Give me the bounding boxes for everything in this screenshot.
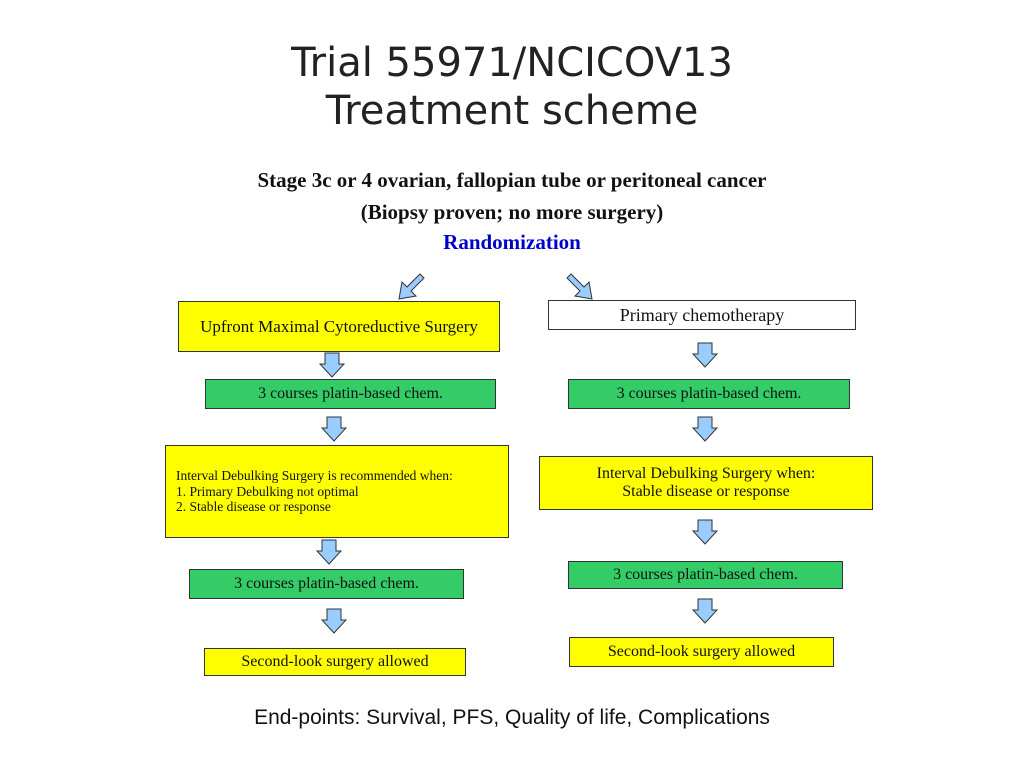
arrow-down-icon [316, 539, 342, 565]
left-step5-text: Second-look surgery allowed [241, 652, 429, 670]
right-step1-primary-chemo-box: Primary chemotherapy [548, 300, 856, 330]
title-line-2: Treatment scheme [325, 88, 699, 134]
left-step2-text: 3 courses platin-based chem. [258, 384, 443, 402]
right-step5-second-look-box: Second-look surgery allowed [569, 637, 834, 667]
left-step2-chemo-box: 3 courses platin-based chem. [205, 379, 496, 409]
right-step3-line2: Stable disease or response [622, 483, 790, 500]
right-step4-text: 3 courses platin-based chem. [613, 565, 798, 583]
arrow-down-icon [692, 519, 718, 545]
arrow-down-icon [321, 416, 347, 442]
arrow-down-icon [692, 416, 718, 442]
arrow-left-diagonal-icon [398, 273, 425, 300]
left-step5-second-look-box: Second-look surgery allowed [204, 648, 466, 676]
left-step3-line2: 1. Primary Debulking not optimal [176, 483, 359, 499]
right-step4-chemo-box: 3 courses platin-based chem. [568, 561, 843, 589]
left-step3-line3: 2. Stable disease or response [176, 499, 331, 515]
arrow-down-icon [692, 598, 718, 624]
right-step3-interval-debulking-box: Interval Debulking Surgery when: Stable … [539, 456, 873, 510]
slide-title: Trial 55971/NCICOV13 Treatment scheme [0, 40, 1024, 134]
right-step3-line1: Interval Debulking Surgery when: [596, 464, 816, 482]
population-line-2: (Biopsy proven; no more surgery) [360, 200, 664, 224]
randomization-label: Randomization [443, 230, 581, 254]
population-line-1: Stage 3c or 4 ovarian, fallopian tube or… [257, 168, 767, 192]
right-step1-text: Primary chemotherapy [619, 304, 785, 325]
left-step4-chemo-box: 3 courses platin-based chem. [189, 569, 464, 599]
left-step1-upfront-surgery-box: Upfront Maximal Cytoreductive Surgery [178, 301, 500, 352]
arrow-down-icon [692, 342, 718, 368]
right-step5-text: Second-look surgery allowed [607, 642, 796, 660]
left-step3-line1: Interval Debulking Surgery is recommende… [176, 468, 453, 484]
title-line-1: Trial 55971/NCICOV13 [291, 40, 733, 86]
left-step1-text: Upfront Maximal Cytoreductive Surgery [200, 316, 478, 336]
right-step2-chemo-box: 3 courses platin-based chem. [568, 379, 850, 409]
arrow-right-diagonal-icon [566, 273, 593, 300]
endpoints-text: End-points: Survival, PFS, Quality of li… [254, 706, 770, 729]
left-step4-text: 3 courses platin-based chem. [234, 574, 419, 592]
left-step3-interval-debulking-box: Interval Debulking Surgery is recommende… [165, 445, 509, 538]
right-step2-text: 3 courses platin-based chem. [616, 384, 802, 402]
arrow-down-icon [319, 352, 345, 378]
arrow-down-icon [321, 608, 347, 634]
